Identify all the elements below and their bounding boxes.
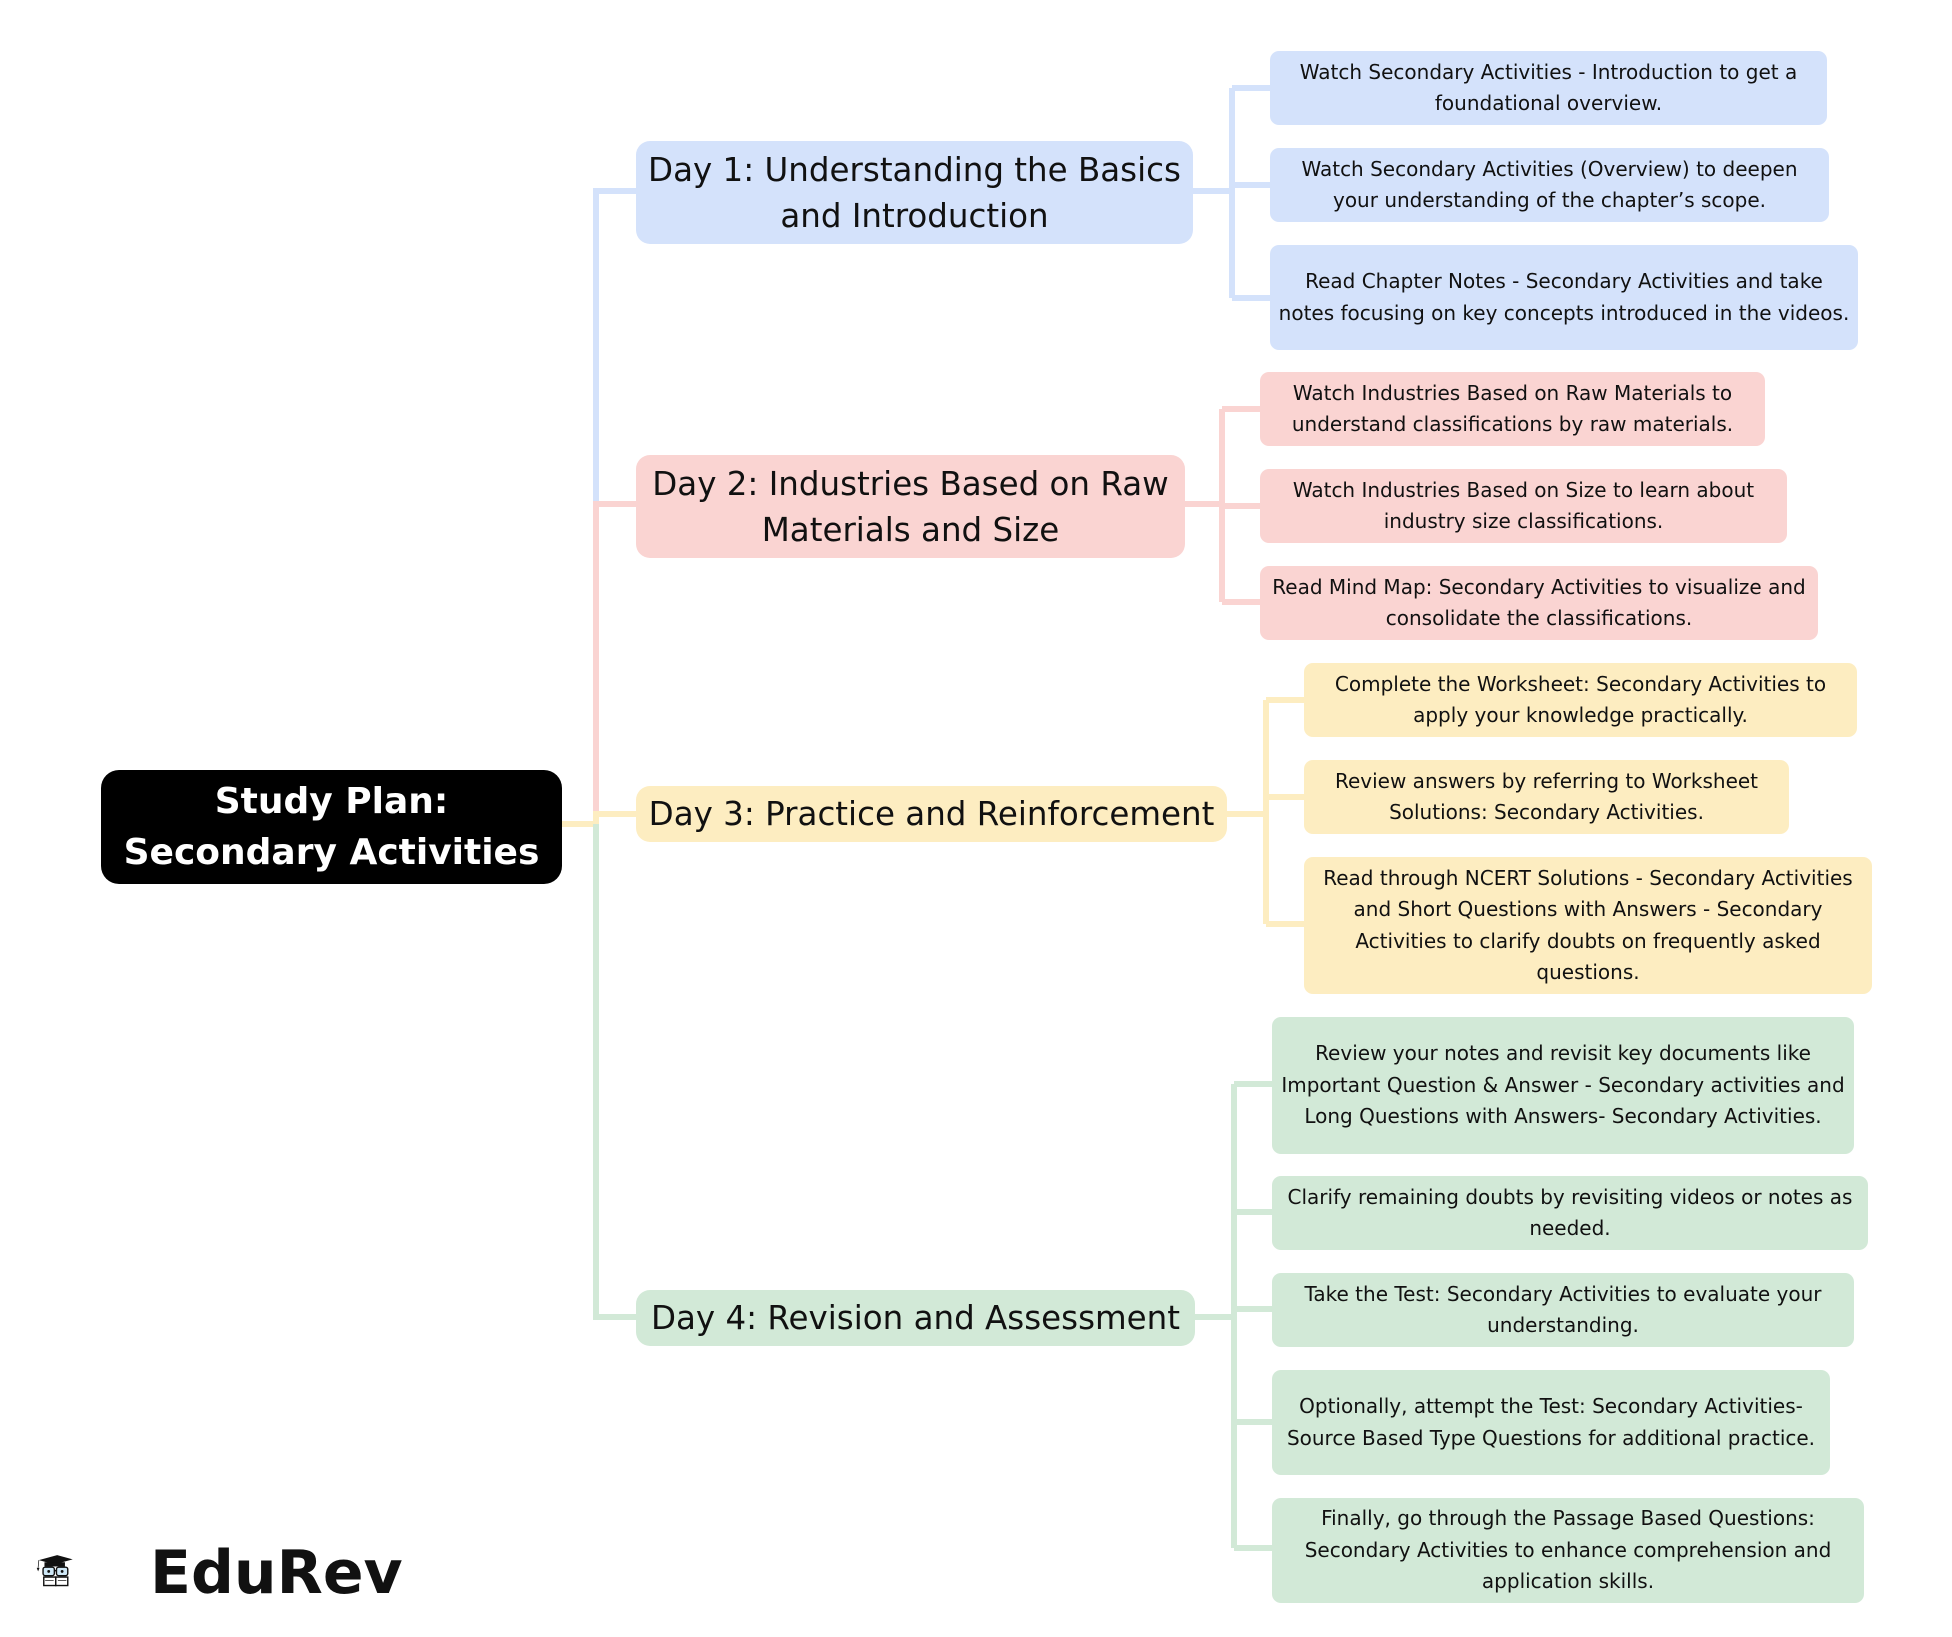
day-2-label: Day 2: Industries Based on Raw Materials… <box>652 464 1169 549</box>
day-4-task-3: Take the Test: Secondary Activities to e… <box>1272 1273 1854 1347</box>
task-text: Review your notes and revisit key docume… <box>1281 1041 1845 1129</box>
day3-leaf-connector <box>1226 697 1304 927</box>
day-3-task-3: Read through NCERT Solutions - Secondary… <box>1304 857 1872 994</box>
day-1-task-2: Watch Secondary Activities (Overview) to… <box>1270 148 1829 222</box>
day-2-node: Day 2: Industries Based on Raw Materials… <box>636 455 1185 558</box>
task-text: Complete the Worksheet: Secondary Activi… <box>1334 671 1827 728</box>
logo-text: EduRev <box>150 1538 403 1608</box>
task-text: Watch Secondary Activities (Overview) to… <box>1301 156 1798 213</box>
day-3-task-1: Complete the Worksheet: Secondary Activi… <box>1304 663 1857 737</box>
day4-leaf-connector <box>1194 1081 1272 1551</box>
task-text: Read Chapter Notes - Secondary Activitie… <box>1278 269 1850 325</box>
day-2-task-2: Watch Industries Based on Size to learn … <box>1260 469 1787 543</box>
day-1-node: Day 1: Understanding the Basics and Intr… <box>636 141 1193 244</box>
root-node: Study Plan: Secondary Activities <box>101 770 562 884</box>
day2-branch <box>593 501 636 824</box>
day-1-task-3: Read Chapter Notes - Secondary Activitie… <box>1270 245 1858 350</box>
day-4-task-2: Clarify remaining doubts by revisiting v… <box>1272 1176 1868 1250</box>
day-4-label: Day 4: Revision and Assessment <box>650 1299 1181 1337</box>
day-3-task-2: Review answers by referring to Worksheet… <box>1304 760 1789 834</box>
day-4-task-1: Review your notes and revisit key docume… <box>1272 1017 1854 1154</box>
day4-branch <box>593 824 636 1320</box>
day-2-task-1: Watch Industries Based on Raw Materials … <box>1260 372 1765 446</box>
day-1-task-1: Watch Secondary Activities - Introductio… <box>1270 51 1827 125</box>
day-2-task-3: Read Mind Map: Secondary Activities to v… <box>1260 566 1818 640</box>
day-3-node: Day 3: Practice and Reinforcement <box>636 786 1227 842</box>
day-3-label: Day 3: Practice and Reinforcement <box>648 795 1215 833</box>
day-4-node: Day 4: Revision and Assessment <box>636 1290 1195 1346</box>
day2-leaf-connector <box>1184 406 1260 605</box>
task-text: Read Mind Map: Secondary Activities to v… <box>1272 574 1806 631</box>
day3-branch <box>593 811 636 824</box>
task-text: Watch Industries Based on Size to learn … <box>1292 477 1755 534</box>
day-4-task-5: Finally, go through the Passage Based Qu… <box>1272 1498 1864 1603</box>
task-text: Finally, go through the Passage Based Qu… <box>1304 1506 1832 1594</box>
task-text: Clarify remaining doubts by revisiting v… <box>1287 1184 1853 1241</box>
task-text: Review answers by referring to Worksheet… <box>1334 768 1759 825</box>
day1-leaf-connector <box>1192 85 1270 301</box>
day-1-label: Day 1: Understanding the Basics and Intr… <box>648 150 1181 235</box>
task-text: Take the Test: Secondary Activities to e… <box>1304 1281 1822 1338</box>
root-label: Study Plan: Secondary Activities <box>123 781 540 873</box>
task-text: Optionally, attempt the Test: Secondary … <box>1286 1394 1816 1450</box>
task-text: Watch Industries Based on Raw Materials … <box>1291 380 1734 437</box>
task-text: Watch Secondary Activities - Introductio… <box>1299 59 1798 116</box>
day-4-task-4: Optionally, attempt the Test: Secondary … <box>1272 1370 1830 1475</box>
day1-branch <box>593 188 636 824</box>
task-text: Read through NCERT Solutions - Secondary… <box>1323 865 1853 985</box>
graduation-cap-logo-icon <box>36 1555 73 1587</box>
